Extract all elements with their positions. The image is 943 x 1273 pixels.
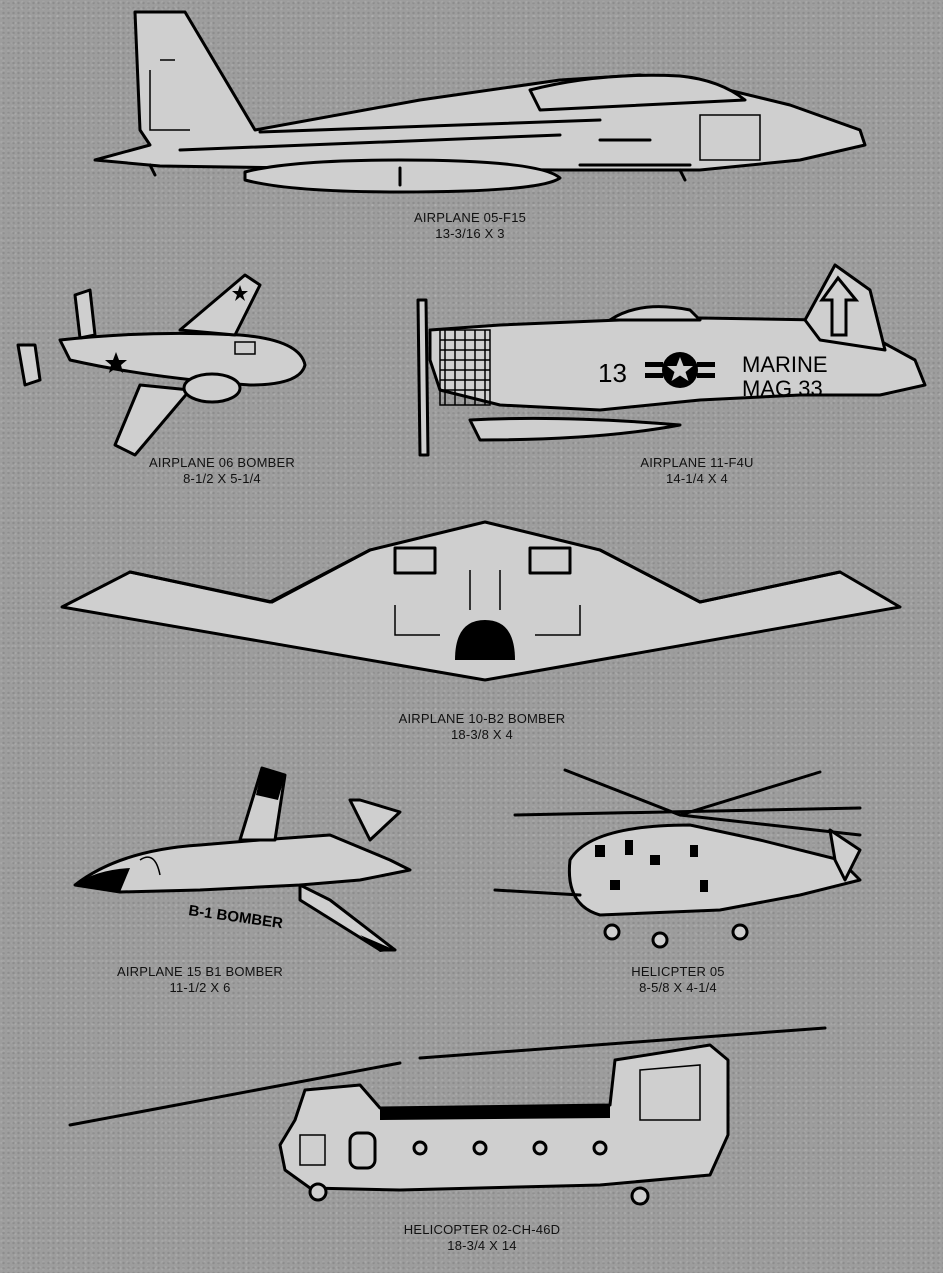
item-name: AIRPLANE 06 BOMBER bbox=[149, 455, 295, 470]
item-size: 8-5/8 X 4-1/4 bbox=[639, 980, 717, 995]
helicopter05-silhouette bbox=[493, 768, 862, 949]
f4u-number-marking: 13 bbox=[598, 358, 627, 388]
f4u-marine-marking: MARINE bbox=[742, 352, 828, 377]
item-name: AIRPLANE 05-F15 bbox=[413, 210, 527, 225]
item-name: AIRPLANE 11-F4U bbox=[640, 455, 754, 470]
caption-helicopter05: HELICPTER 05 8-5/8 X 4-1/4 bbox=[631, 964, 724, 996]
caption-f4u: AIRPLANE 11-F4U 14-1/4 X 4 bbox=[640, 455, 753, 487]
item-size: 13-3/16 X 3 bbox=[435, 226, 505, 241]
f15-silhouette bbox=[93, 10, 867, 194]
bomber06-silhouette bbox=[16, 273, 307, 457]
f4u-mag-marking: MAG 33 bbox=[742, 376, 823, 401]
caption-ch46: HELICOPTER 02-CH-46D 18-3/4 X 14 bbox=[404, 1222, 560, 1254]
b1-silhouette bbox=[73, 766, 412, 952]
b2-silhouette bbox=[60, 520, 902, 682]
item-size: 18-3/4 X 14 bbox=[447, 1238, 517, 1253]
ch46-silhouette bbox=[68, 1026, 827, 1206]
item-name: HELICPTER 05 bbox=[631, 964, 725, 979]
item-size: 14-1/4 X 4 bbox=[665, 471, 728, 486]
item-size: 11-1/2 X 6 bbox=[169, 980, 231, 995]
item-name: AIRPLANE 15 B1 BOMBER bbox=[116, 964, 284, 979]
f4u-silhouette bbox=[416, 263, 927, 457]
caption-f15: AIRPLANE 05-F15 13-3/16 X 3 bbox=[414, 210, 526, 242]
caption-bomber06: AIRPLANE 06 BOMBER 8-1/2 X 5-1/4 bbox=[149, 455, 295, 487]
item-name: HELICOPTER 02-CH-46D bbox=[403, 1222, 561, 1237]
item-size: 18-3/8 X 4 bbox=[450, 727, 513, 742]
caption-b2: AIRPLANE 10-B2 BOMBER 18-3/8 X 4 bbox=[399, 711, 566, 743]
item-size: 8-1/2 X 5-1/4 bbox=[183, 471, 261, 486]
caption-b1: AIRPLANE 15 B1 BOMBER 11-1/2 X 6 bbox=[117, 964, 283, 996]
b1-label-marking: B-1 BOMBER bbox=[187, 902, 284, 932]
item-name: AIRPLANE 10-B2 BOMBER bbox=[398, 711, 566, 726]
